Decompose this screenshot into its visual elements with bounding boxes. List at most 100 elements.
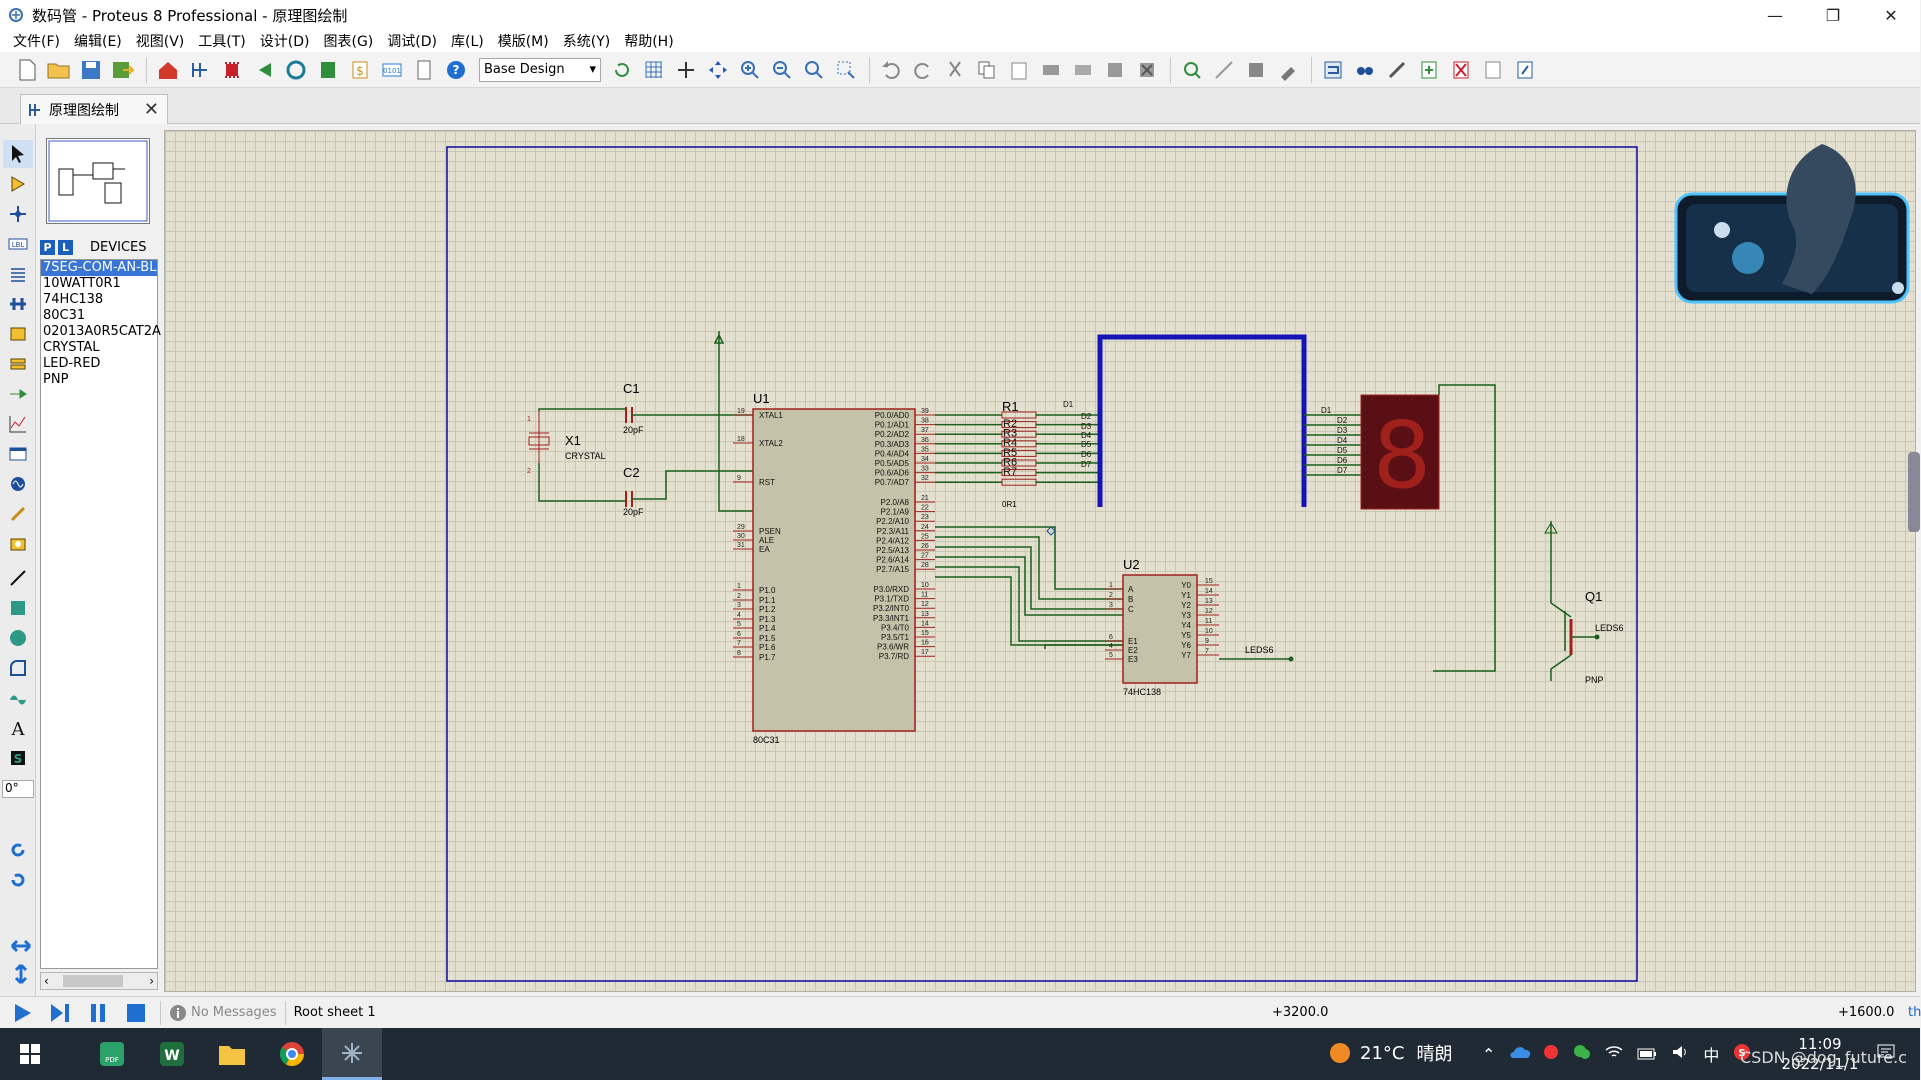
- zoom-area-icon[interactable]: [831, 55, 861, 85]
- zoom-out-icon[interactable]: [767, 55, 797, 85]
- restore-button[interactable]: ❐: [1825, 5, 1841, 25]
- block-rotate-icon[interactable]: [1100, 55, 1130, 85]
- search-icon[interactable]: [1350, 55, 1380, 85]
- netlist-icon[interactable]: [1510, 55, 1540, 85]
- copy-icon[interactable]: [972, 55, 1002, 85]
- wire-label-icon[interactable]: LBL: [3, 230, 33, 258]
- device-item[interactable]: 74HC138: [43, 292, 104, 307]
- refresh-icon[interactable]: [607, 55, 637, 85]
- menu-tools[interactable]: 工具(T): [198, 34, 246, 50]
- home-icon[interactable]: [153, 55, 183, 85]
- device-item[interactable]: 10WATT0R1: [43, 276, 121, 291]
- menu-view[interactable]: 视图(V): [135, 34, 185, 50]
- mirror-y-icon[interactable]: [6, 960, 36, 988]
- delete-sheet-icon[interactable]: [1446, 55, 1476, 85]
- zoom-in-icon[interactable]: [735, 55, 765, 85]
- library-manager-button[interactable]: L: [58, 239, 73, 255]
- open-folder-icon[interactable]: [44, 55, 74, 85]
- rotate-cw-icon[interactable]: [3, 836, 33, 864]
- bom-icon[interactable]: $: [345, 55, 375, 85]
- decompose-icon[interactable]: [1273, 55, 1303, 85]
- proteus-icon[interactable]: [322, 1028, 382, 1080]
- menu-system[interactable]: 系统(Y): [562, 34, 611, 50]
- menu-edit[interactable]: 编辑(E): [73, 34, 122, 50]
- scrollbar-thumb[interactable]: [63, 975, 123, 987]
- onedrive-icon[interactable]: [1509, 1045, 1531, 1064]
- file-explorer-icon[interactable]: [202, 1028, 262, 1080]
- path-icon[interactable]: [3, 684, 33, 712]
- clock[interactable]: 11:09 2022/11/1: [1760, 1034, 1880, 1074]
- block-delete-icon[interactable]: [1132, 55, 1162, 85]
- wifi-icon[interactable]: [1605, 1044, 1623, 1064]
- gerber-icon[interactable]: [281, 55, 311, 85]
- menu-graph[interactable]: 图表(G): [323, 34, 374, 50]
- pick-devices-button[interactable]: P: [40, 239, 55, 255]
- battery-icon[interactable]: [1637, 1045, 1657, 1064]
- volume-icon[interactable]: [1671, 1044, 1689, 1064]
- origin-icon[interactable]: [671, 55, 701, 85]
- junction-icon[interactable]: [3, 200, 33, 228]
- scroll-right-icon[interactable]: ›: [149, 974, 154, 988]
- close-button[interactable]: ✕: [1884, 5, 1898, 25]
- tab-close-icon[interactable]: ✕: [143, 99, 159, 120]
- save-icon[interactable]: [76, 55, 106, 85]
- scroll-left-icon[interactable]: ‹: [44, 974, 49, 988]
- transistor-q1[interactable]: Q1 PNP LEDS6: [1544, 521, 1624, 685]
- tape-icon[interactable]: [3, 440, 33, 468]
- capacitor-c1[interactable]: C1 20pF: [623, 381, 644, 435]
- goto-sheet-icon[interactable]: [1478, 55, 1508, 85]
- property-tool-icon[interactable]: [1382, 55, 1412, 85]
- canvas-vertical-scrollbar[interactable]: [1908, 452, 1920, 532]
- text-script-icon[interactable]: [3, 260, 33, 288]
- device-item[interactable]: CRYSTAL: [43, 340, 100, 355]
- menu-file[interactable]: 文件(F): [13, 34, 60, 50]
- new-sheet-icon[interactable]: [1414, 55, 1444, 85]
- chrome-icon[interactable]: [262, 1028, 322, 1080]
- device-item[interactable]: 02013A0R5CAT2A: [43, 324, 161, 339]
- schematic-canvas[interactable]: 1 2 X1 CRYSTAL C1 20pF C2 20pF U1: [164, 130, 1916, 992]
- cut-icon[interactable]: [940, 55, 970, 85]
- 3d-icon[interactable]: [313, 55, 343, 85]
- arc-icon[interactable]: [3, 654, 33, 682]
- menu-template[interactable]: 模版(M): [497, 34, 549, 50]
- notification-icon[interactable]: [1876, 1042, 1896, 1066]
- messages-indicator[interactable]: No Messages: [169, 1004, 277, 1022]
- undo-icon[interactable]: [876, 55, 906, 85]
- wps-app-icon[interactable]: W: [142, 1028, 202, 1080]
- pan-icon[interactable]: [703, 55, 733, 85]
- new-file-icon[interactable]: [12, 55, 42, 85]
- generator-icon[interactable]: [3, 470, 33, 498]
- rotate-ccw-icon[interactable]: [3, 866, 33, 894]
- schematic-icon[interactable]: [185, 55, 215, 85]
- subcircuit-icon[interactable]: [3, 320, 33, 348]
- help-icon[interactable]: ?: [441, 55, 471, 85]
- box-icon[interactable]: [3, 594, 33, 622]
- packaging-icon[interactable]: [1241, 55, 1271, 85]
- voltage-probe-icon[interactable]: [3, 500, 33, 528]
- rotation-angle-field[interactable]: 0°: [2, 780, 34, 798]
- antivirus-icon[interactable]: [1543, 1044, 1559, 1064]
- play-button[interactable]: [6, 999, 38, 1027]
- ime-indicator[interactable]: 中: [1703, 1046, 1720, 1065]
- device-item[interactable]: 80C31: [43, 308, 86, 323]
- devices-horizontal-scrollbar[interactable]: ‹ ›: [40, 972, 158, 990]
- wechat-icon[interactable]: [1573, 1044, 1591, 1064]
- pause-button[interactable]: [82, 999, 114, 1027]
- menu-debug[interactable]: 调试(D): [387, 34, 437, 50]
- menu-library[interactable]: 库(L): [450, 34, 484, 50]
- device-item[interactable]: PNP: [43, 372, 69, 387]
- variant-select[interactable]: Base Design▾: [479, 57, 601, 82]
- back-icon[interactable]: [249, 55, 279, 85]
- block-copy-icon[interactable]: [1036, 55, 1066, 85]
- chevron-up-icon[interactable]: ⌃: [1482, 1044, 1496, 1064]
- notes-icon[interactable]: [409, 55, 439, 85]
- import-icon[interactable]: [108, 55, 138, 85]
- step-button[interactable]: [44, 999, 76, 1027]
- make-device-icon[interactable]: [1209, 55, 1239, 85]
- line-icon[interactable]: [3, 564, 33, 592]
- code-icon[interactable]: 0101: [377, 55, 407, 85]
- paste-icon[interactable]: [1004, 55, 1034, 85]
